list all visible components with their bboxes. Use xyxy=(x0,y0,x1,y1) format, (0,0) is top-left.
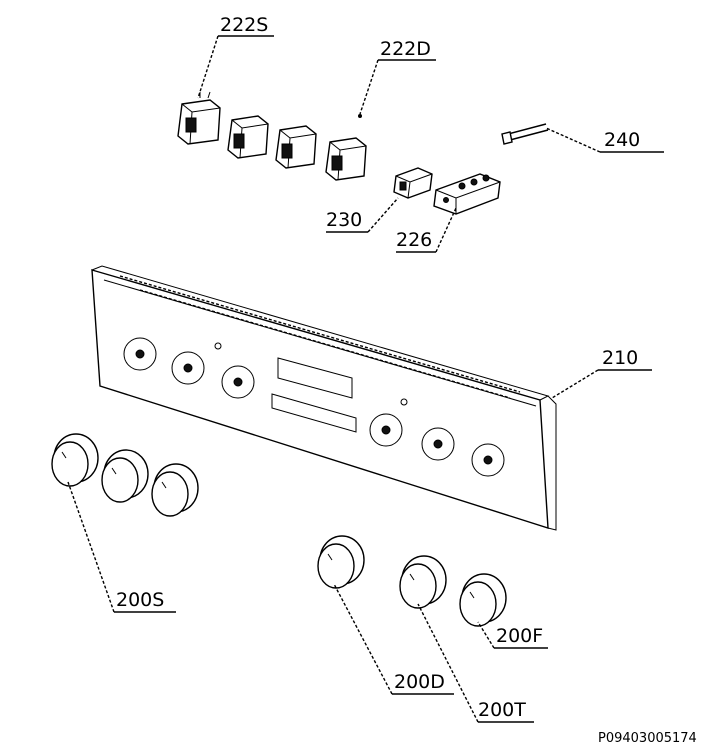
panel-hole-3 xyxy=(221,365,255,399)
display-window xyxy=(277,357,353,399)
terminal-block-226 xyxy=(433,173,501,215)
label-230: 230 xyxy=(326,209,362,231)
label-200f: 200F xyxy=(496,625,543,647)
panel-hole-4 xyxy=(369,413,403,447)
label-226: 226 xyxy=(396,229,432,251)
leader-222s xyxy=(197,35,219,99)
switch-222s xyxy=(177,91,221,145)
knob-200s-2 xyxy=(101,449,149,503)
leader-240 xyxy=(545,127,601,153)
drawing-code: P09403005174 xyxy=(598,731,697,746)
label-200t: 200T xyxy=(478,699,526,721)
knob-200t xyxy=(399,555,447,609)
knob-200s-3 xyxy=(151,463,199,517)
knob-200s-1 xyxy=(51,433,99,487)
leader-226 xyxy=(435,207,457,253)
leader-200s xyxy=(67,481,115,613)
display-slot xyxy=(271,393,357,433)
label-200s: 200S xyxy=(116,589,164,611)
leader-230 xyxy=(367,197,399,233)
indicator-hole-1 xyxy=(214,342,222,350)
leader-210 xyxy=(551,369,599,399)
leader-222d xyxy=(359,59,379,115)
knob-200f xyxy=(459,573,507,627)
panel-hole-1 xyxy=(123,337,157,371)
label-240: 240 xyxy=(604,129,640,151)
indicator-hole-2 xyxy=(400,398,408,406)
switch-222d-3 xyxy=(325,137,367,181)
panel-hole-2 xyxy=(171,351,205,385)
label-222d: 222D xyxy=(380,38,431,60)
panel-hole-5 xyxy=(421,427,455,461)
switch-222d-2 xyxy=(275,125,317,169)
switch-222d-pointer xyxy=(358,114,362,118)
label-210: 210 xyxy=(602,347,638,369)
leader-lines xyxy=(67,35,664,723)
leader-200t xyxy=(417,603,479,723)
leader-200f xyxy=(477,621,495,649)
label-222s: 222S xyxy=(220,14,268,36)
control-panel-210 xyxy=(91,265,557,531)
connector-230 xyxy=(393,167,433,199)
leader-200d xyxy=(333,583,393,695)
knob-200d xyxy=(317,535,365,589)
panel-hole-6 xyxy=(471,443,505,477)
switch-222d-1 xyxy=(227,115,269,159)
pin-240 xyxy=(501,123,549,145)
label-200d: 200D xyxy=(394,671,445,693)
